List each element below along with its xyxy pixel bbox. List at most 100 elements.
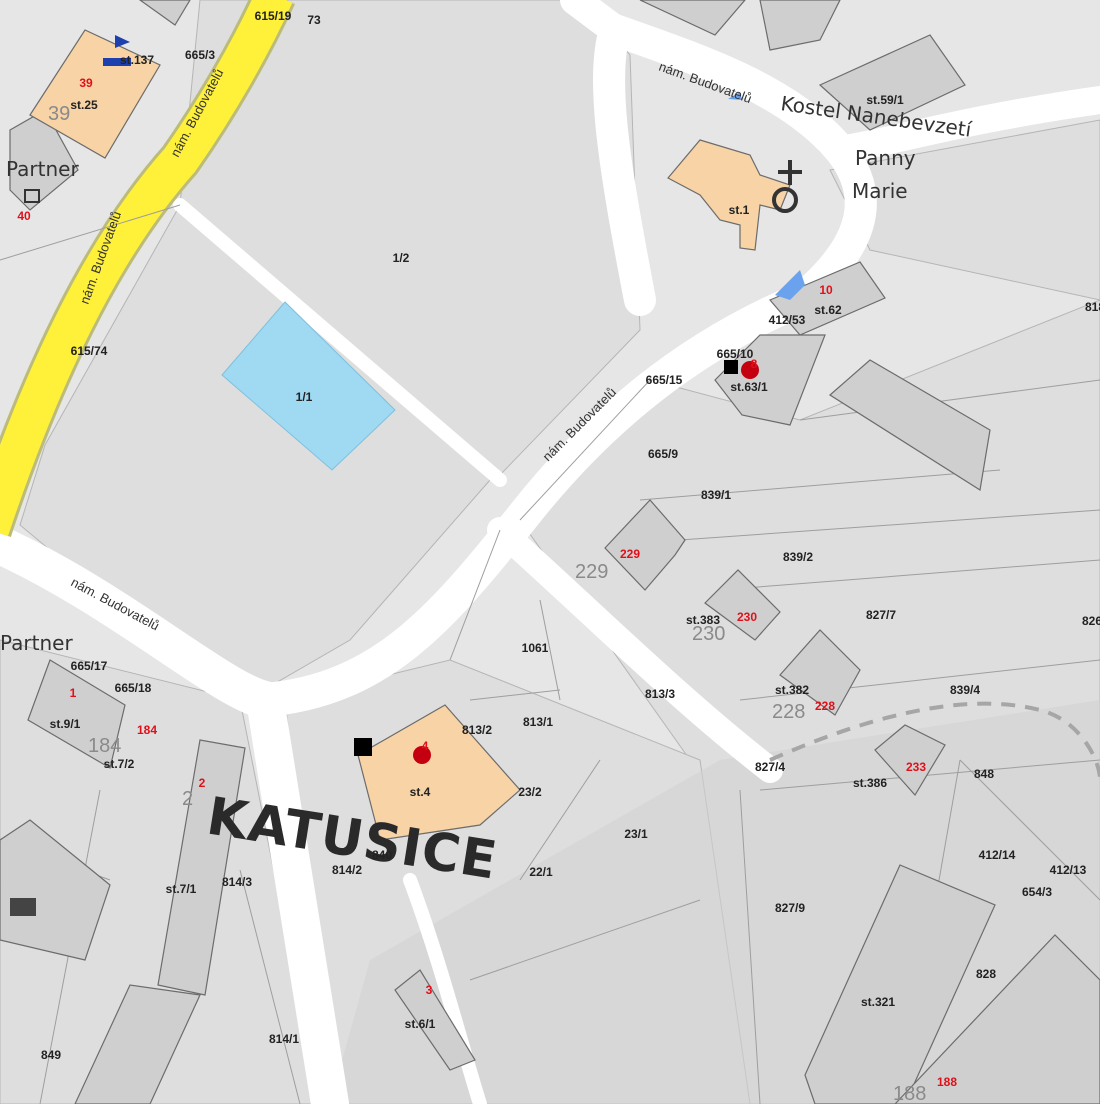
house-number-40: 40 xyxy=(17,209,31,223)
parcel-st1: st.1 xyxy=(729,203,750,217)
parcel-665-18: 665/18 xyxy=(115,681,152,695)
parcel-73: 73 xyxy=(307,13,321,27)
building-229 xyxy=(604,499,686,591)
red-pin-4[interactable] xyxy=(413,746,431,764)
building-st63-1 xyxy=(714,334,826,426)
building-st59-1 xyxy=(818,34,966,131)
parcel-st321: st.321 xyxy=(861,995,895,1009)
building-east-shed xyxy=(829,359,991,491)
parcel-st7-2: st.7/2 xyxy=(104,757,135,771)
svg-text:230: 230 xyxy=(692,623,725,645)
dashed-boundary xyxy=(769,701,1100,781)
building-north-1 xyxy=(138,0,191,26)
parcel-st6-1: st.6/1 xyxy=(405,1017,436,1031)
parcel-412-14: 412/14 xyxy=(979,848,1016,862)
partner-label-bottom: Partner xyxy=(0,631,73,655)
building-st9-1 xyxy=(27,659,126,769)
parcel-23-1: 23/1 xyxy=(624,827,648,841)
building-st321 xyxy=(804,864,996,1104)
book-icon xyxy=(10,898,36,916)
black-square-marker-2[interactable] xyxy=(724,360,738,374)
church-label-line3: Marie xyxy=(852,179,908,203)
parcel-412-13: 412/13 xyxy=(1050,863,1087,877)
road-southeast xyxy=(487,517,783,783)
building-1061 xyxy=(74,984,201,1104)
red-pin-8[interactable] xyxy=(741,361,759,379)
building-188 xyxy=(894,934,1100,1104)
svg-text:184: 184 xyxy=(88,735,121,757)
parcel-813-3: 813/3 xyxy=(645,687,675,701)
parcel-st383: st.383 xyxy=(686,613,720,627)
house-number-1: 1 xyxy=(70,686,77,700)
building-north-3 xyxy=(759,0,841,51)
svg-text:188: 188 xyxy=(893,1083,926,1104)
parcel-1-2: 1/2 xyxy=(393,251,410,265)
house-number-10: 10 xyxy=(819,283,833,297)
parcel-839-1: 839/1 xyxy=(701,488,731,502)
parcel-st62: st.62 xyxy=(814,303,842,317)
house-numbers: 39 40 10 8 229 230 228 1 184 2 4 233 3 1… xyxy=(17,76,957,1089)
parcel-813-2: 813/2 xyxy=(462,723,492,737)
parcel-st382: st.382 xyxy=(775,683,809,697)
partner-shopping-icon xyxy=(24,189,40,203)
parcel-665-15: 665/15 xyxy=(646,373,683,387)
parcel-st4: st.4 xyxy=(410,785,431,799)
parcel-814-1: 814/1 xyxy=(269,1032,299,1046)
direction-arrow-icon xyxy=(728,92,805,300)
house-number-233: 233 xyxy=(906,760,926,774)
partner-label-top: Partner xyxy=(6,157,79,181)
parcel-848: 848 xyxy=(974,767,994,781)
church-label-line2: Panny xyxy=(855,146,916,170)
parcel-st386: st.386 xyxy=(853,776,887,790)
road-church-loop xyxy=(593,14,877,316)
parcel-828: 828 xyxy=(976,967,996,981)
house-number-188: 188 xyxy=(937,1075,957,1089)
building-228 xyxy=(779,629,861,716)
parcel-826: 826 xyxy=(1082,614,1100,628)
house-number-39: 39 xyxy=(79,76,93,90)
parcel-615-19: 615/19 xyxy=(255,9,292,23)
house-number-229: 229 xyxy=(620,547,640,561)
parcel-665-9: 665/9 xyxy=(648,447,678,461)
church-cross-icon xyxy=(772,160,802,213)
parcel-665-10: 665/10 xyxy=(717,347,754,361)
parcel-665-3: 665/3 xyxy=(185,48,215,62)
building-st7-1 xyxy=(157,739,246,996)
building-st6-1 xyxy=(394,969,476,1071)
building-north-2 xyxy=(639,0,746,36)
parcel-st63-1: st.63/1 xyxy=(730,380,768,394)
parcel-st25: st.25 xyxy=(70,98,98,112)
parcel-839-2: 839/2 xyxy=(783,550,813,564)
pond-1-1 xyxy=(221,301,396,471)
parcel-814-3: 814/3 xyxy=(222,875,252,889)
parcel-818: 818 xyxy=(1085,300,1100,314)
parcel-1061: 1061 xyxy=(522,641,549,655)
building-st1 xyxy=(667,139,791,251)
parcel-840: 840 xyxy=(372,848,392,862)
parcel-23-2: 23/2 xyxy=(518,785,542,799)
parcel-813-1: 813/1 xyxy=(523,715,553,729)
svg-text:228: 228 xyxy=(772,701,805,723)
svg-text:39: 39 xyxy=(48,103,70,125)
house-number-8: 8 xyxy=(751,357,758,371)
parcel-827-7: 827/7 xyxy=(866,608,896,622)
house-number-230: 230 xyxy=(737,610,757,624)
building-southwest xyxy=(0,819,111,961)
parcel-st137: st.137 xyxy=(120,53,154,67)
building-233 xyxy=(874,724,946,797)
building-230 xyxy=(704,569,781,641)
parcel-labels: 615/19 73 st.137 665/3 st.25 st.59/1 st.… xyxy=(41,9,1100,1062)
building-st62 xyxy=(769,261,886,336)
svg-text:229: 229 xyxy=(575,561,608,583)
road-north-west xyxy=(560,0,630,45)
svg-text:2: 2 xyxy=(182,788,193,810)
road-church-east xyxy=(826,86,1100,164)
house-number-228: 228 xyxy=(815,699,835,713)
black-square-marker-1[interactable] xyxy=(354,738,372,756)
parcel-849: 849 xyxy=(41,1048,61,1062)
parcel-st9-1: st.9/1 xyxy=(50,717,81,731)
house-number-184: 184 xyxy=(137,723,157,737)
parcel-839-4: 839/4 xyxy=(950,683,980,697)
